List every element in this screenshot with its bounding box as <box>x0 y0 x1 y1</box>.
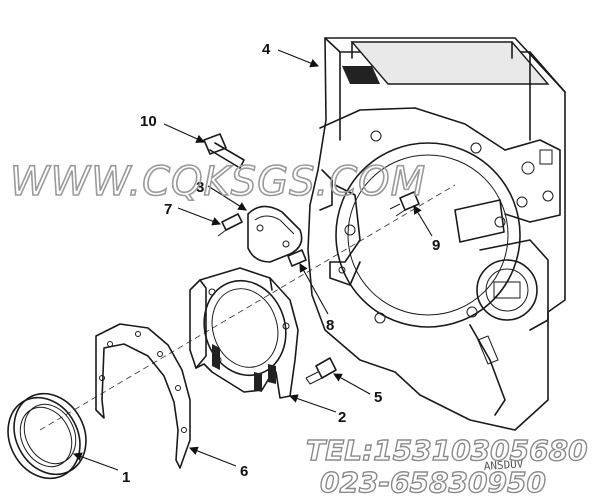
gasket-part-6 <box>95 323 191 469</box>
callout-7: 7 <box>164 201 172 218</box>
callout-3: 3 <box>196 179 204 196</box>
part-stamp: ANSDUV <box>483 457 524 473</box>
bolt-part-10 <box>203 133 245 169</box>
cover-plate-part-3 <box>247 205 303 263</box>
assembly-axis <box>39 184 456 431</box>
callout-1: 1 <box>122 469 130 486</box>
callout-6: 6 <box>240 463 248 480</box>
flywheel-housing <box>307 37 566 431</box>
pin-part-7 <box>217 213 243 237</box>
dowel-part-8 <box>287 249 307 267</box>
watermark-phone: 023-65830950 <box>320 466 546 499</box>
watermark-site: WWW.CQKSGS.COM <box>10 159 426 205</box>
callout-8: 8 <box>326 317 334 334</box>
bolt-part-9 <box>389 191 420 217</box>
callout-5: 5 <box>374 389 382 406</box>
callout-9: 9 <box>432 237 440 254</box>
oil-seal-part-1 <box>7 392 87 480</box>
callout-10: 10 <box>140 113 157 130</box>
watermark-tel: TEL:15310305680 <box>306 434 588 467</box>
leader-lines <box>72 49 433 471</box>
bolt-part-5 <box>305 357 337 385</box>
callout-2: 2 <box>338 409 346 426</box>
callout-4: 4 <box>262 41 271 58</box>
seal-housing-part-2 <box>189 267 299 399</box>
